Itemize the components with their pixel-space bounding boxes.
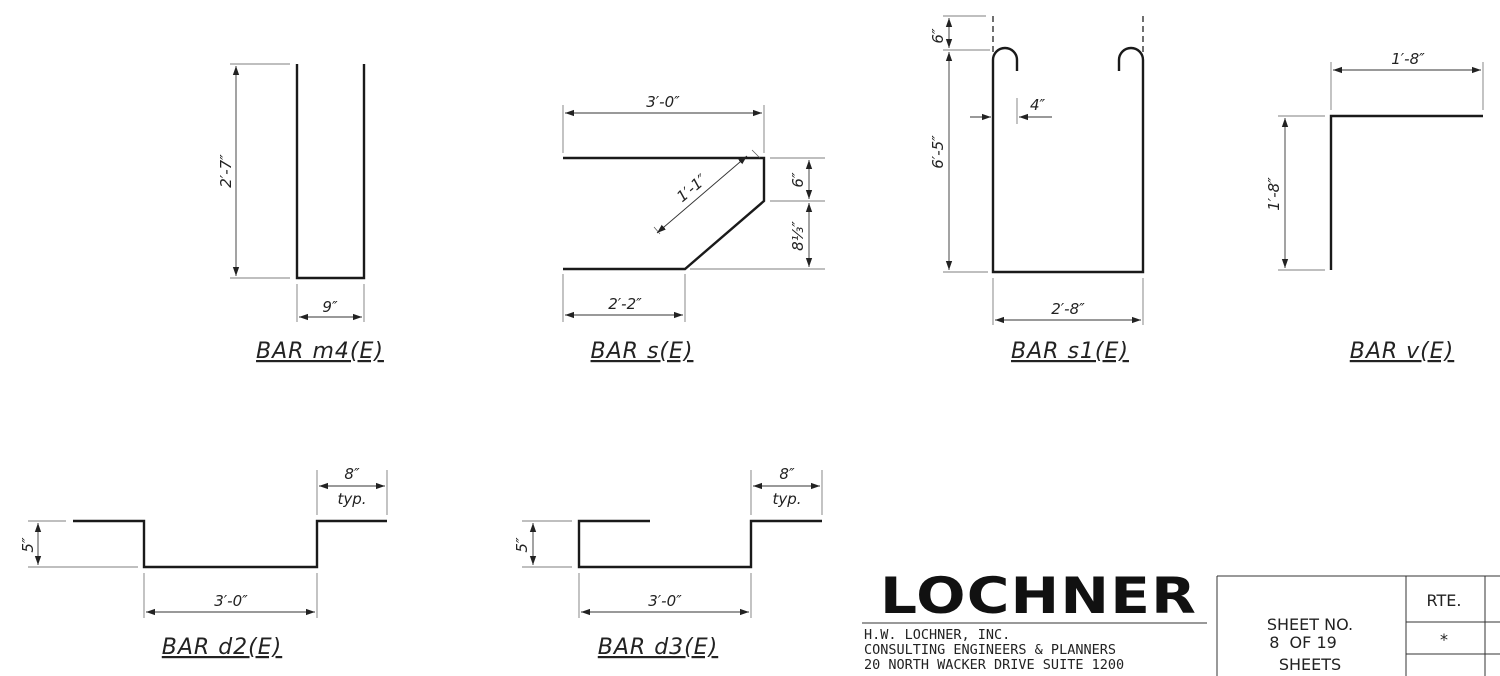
bar-d3-shape	[577, 519, 822, 569]
bar-s-right-lower-label: 8⅓″	[789, 221, 807, 251]
bar-d2-end-note: typ.	[337, 490, 366, 508]
bar-m4-title: BAR m4(E)	[256, 339, 384, 364]
bar-s1-detail: 6″ 6′-5″ 4″ 2′-8″ BAR s1(E)	[929, 15, 1145, 364]
firm-address: 20 NORTH WACKER DRIVE SUITE 1200	[864, 657, 1124, 673]
route-value: *	[1440, 630, 1448, 649]
bar-v-top-label: 1′-8″	[1391, 50, 1425, 68]
bar-s1-title: BAR s1(E)	[1011, 339, 1129, 364]
bar-d3-detail: 5″ 8″ typ. 3′-0″ BAR d3(E)	[513, 465, 823, 660]
bar-v-height-label: 1′-8″	[1265, 177, 1283, 211]
bar-m4-height-label: 2′-7″	[217, 154, 235, 188]
bar-s1-height-label: 6′-5″	[929, 135, 947, 169]
bar-v-detail: 1′-8″ 1′-8″ BAR v(E)	[1265, 50, 1484, 364]
bar-s1-hook-label: 6″	[929, 28, 947, 44]
sheet-count: 8 OF 19	[1269, 633, 1337, 652]
title-block: SHEET NO. 8 OF 19 SHEETS RTE. *	[1216, 575, 1500, 676]
bar-d2-end-label: 8″	[344, 465, 360, 483]
firm-block: LOCHNER H.W. LOCHNER, INC. CONSULTING EN…	[862, 567, 1207, 673]
bar-s1-shape	[991, 46, 1145, 274]
firm-logo: LOCHNER	[880, 567, 1197, 625]
bar-d2-shape	[73, 519, 387, 569]
bar-d3-title: BAR d3(E)	[598, 635, 718, 660]
firm-description: CONSULTING ENGINEERS & PLANNERS	[864, 642, 1116, 658]
bar-s1-cover-label: 4″	[1030, 96, 1046, 114]
bar-d3-width-label: 3′-0″	[648, 592, 682, 610]
bar-s-diagonal-dimension	[656, 155, 748, 234]
bar-d3-end-label: 8″	[779, 465, 795, 483]
bar-v-shape	[1329, 114, 1483, 270]
bar-s-top-label: 3′-0″	[646, 93, 680, 111]
bar-d2-detail: 5″ 8″ typ. 3′-0″ BAR d2(E)	[19, 465, 388, 660]
bar-s-right-upper-label: 6″	[789, 172, 807, 188]
bar-s-detail: 3′-0″ 1′-1″ 6″ 8⅓″ 2′-2″ BAR s(E)	[562, 93, 825, 364]
bar-m4-shape	[295, 64, 366, 280]
bar-m4-detail: 2′-7″ 9″ BAR m4(E)	[217, 63, 384, 364]
bar-d2-width-label: 3′-0″	[214, 592, 248, 610]
sheets-label: SHEETS	[1279, 655, 1341, 674]
bar-s-title: BAR s(E)	[591, 339, 694, 364]
firm-name: H.W. LOCHNER, INC.	[864, 627, 1010, 643]
bar-v-title: BAR v(E)	[1350, 339, 1455, 364]
bar-d2-title: BAR d2(E)	[162, 635, 282, 660]
bar-d2-step-label: 5″	[19, 537, 37, 553]
bar-d3-step-label: 5″	[513, 537, 531, 553]
bar-d3-end-note: typ.	[772, 490, 801, 508]
route-label: RTE.	[1427, 591, 1462, 610]
bar-m4-width-label: 9″	[322, 298, 338, 316]
bar-s1-width-label: 2′-8″	[1051, 300, 1085, 318]
bar-s-bottom-label: 2′-2″	[608, 295, 642, 313]
bar-s-diagonal-label: 1′-1″	[673, 170, 711, 206]
sheet-number-label: SHEET NO.	[1267, 615, 1353, 634]
bar-s-shape	[563, 156, 766, 271]
